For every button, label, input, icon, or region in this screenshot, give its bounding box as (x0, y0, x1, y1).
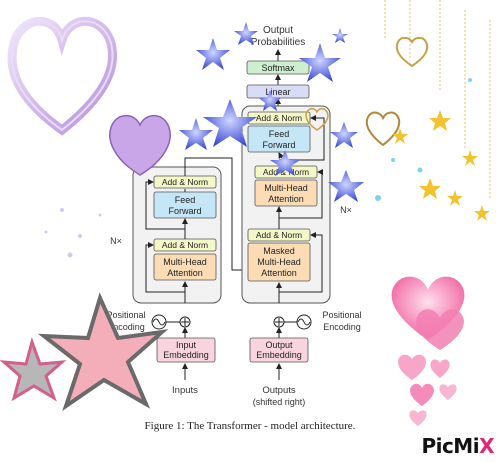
encoder-feed-forward-label-2: Forward (168, 206, 201, 216)
gold-star-icon (419, 178, 441, 199)
decoder-multi-head-attention (254, 179, 318, 207)
gray-star-icon (0, 337, 67, 402)
gold-heart-icon (365, 111, 401, 147)
softmax-label: Softmax (261, 63, 295, 73)
encoder-add-norm-top-label: Add & Norm (162, 177, 208, 187)
encoder-attention-label-2: Attention (167, 268, 203, 278)
decoder-add-norm-top-label: Add & Norm (256, 113, 302, 123)
gold-star-icon (429, 110, 451, 131)
decoder-attention-label-2: Attention (268, 194, 304, 204)
blue-star-icon (203, 99, 257, 147)
blue-star-icon (259, 90, 281, 111)
encoder-attention-label-1: Multi-Head (163, 257, 207, 267)
decoder-masked-attention (247, 242, 311, 282)
decoder-masked-label-1: Masked (263, 246, 295, 256)
encoder-add-norm-bottom-label: Add & Norm (162, 240, 208, 250)
dots-decoration (44, 208, 102, 258)
decoder-positional-label-2: Encoding (323, 322, 361, 332)
decoder-feed-forward-label-2: Forward (262, 140, 295, 150)
blue-stars-decoration (179, 22, 364, 202)
blue-star-icon (332, 28, 348, 43)
gold-star-icon (392, 128, 408, 144)
output-probabilities-label-2: Probabilities (251, 37, 305, 48)
decoder-add-norm-mid-label: Add & Norm (263, 167, 309, 177)
pink-heart-icon (409, 410, 427, 426)
outputs-shifted-label: (shifted right) (253, 397, 306, 407)
output-embedding-box (249, 337, 309, 363)
decoder-masked-label-3: Attention (261, 268, 297, 278)
input-embedding-label-1: Input (176, 340, 197, 350)
encoder-feed-forward-label-1: Feed (175, 195, 196, 205)
decoder-attention-label-1: Multi-Head (264, 183, 308, 193)
encoder-positional-label-2: Encoding (107, 322, 145, 332)
pink-heart-icon (430, 359, 450, 378)
encoder-nx-label: N× (110, 236, 122, 246)
purple-heart-icon (109, 114, 171, 176)
decoder-add-norm-bottom-label: Add & Norm (256, 230, 302, 240)
pink-heart-icon (398, 354, 426, 380)
linear-label: Linear (265, 87, 290, 97)
pink-star-icon (37, 292, 169, 412)
blue-star-icon (270, 150, 300, 176)
output-probabilities-label-1: Output (263, 25, 293, 36)
input-embedding-box (156, 337, 216, 363)
blue-star-icon (179, 118, 213, 150)
blue-star-icon (328, 170, 364, 202)
gold-heart-icon (395, 36, 429, 68)
blue-star-icon (330, 122, 358, 148)
pink-hearts-decoration (391, 276, 465, 426)
outputs-label: Outputs (262, 385, 296, 396)
pink-heart-icon (439, 384, 457, 400)
transformer-diagram: Output Probabilities Softmax Linear Add … (106, 25, 361, 407)
decoder-feed-forward-label-1: Feed (269, 129, 290, 139)
pink-heart-icon (410, 383, 434, 406)
gold-star-icon (447, 190, 463, 206)
output-embedding-label-2: Embedding (256, 350, 302, 360)
blue-star-icon (299, 43, 341, 82)
input-embedding-label-2: Embedding (163, 350, 209, 360)
encoder-positional-label-1: Positional (106, 310, 145, 320)
picmix-brand-x: X (479, 434, 494, 458)
picmix-watermark: PicMiX (421, 434, 494, 458)
blue-star-icon (196, 38, 230, 70)
gold-heart-icon (305, 107, 329, 131)
inputs-label: Inputs (172, 385, 198, 396)
gold-star-icon (462, 150, 478, 166)
gold-hearts-decoration (305, 0, 491, 221)
decoder-positional-label-1: Positional (322, 310, 361, 320)
picmix-brand-text: PicMi (421, 434, 480, 458)
pink-heart-icon (416, 309, 464, 350)
decoder-masked-label-2: Multi-Head (257, 257, 301, 267)
encoder-multi-head-attention (153, 253, 217, 281)
decoder-feed-forward (247, 125, 311, 153)
blue-star-icon (234, 22, 258, 45)
decoder-nx-label: N× (340, 205, 352, 215)
output-embedding-label-1: Output (265, 340, 293, 350)
gold-star-icon (474, 205, 490, 221)
figure-caption: Figure 1: The Transformer - model archit… (144, 420, 356, 432)
